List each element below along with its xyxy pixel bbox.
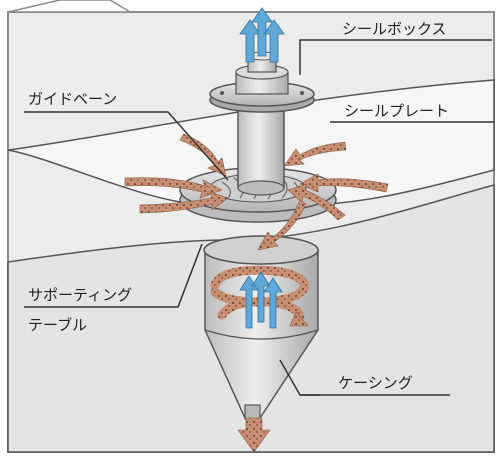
- label-casing: ケーシング: [338, 374, 413, 392]
- dust-inflow-arrows: [124, 133, 389, 251]
- leader-guide-vane: [24, 111, 229, 181]
- label-guide-vane: ガイドベーン: [28, 90, 117, 108]
- leader-seal-box: [299, 39, 322, 75]
- clean-air-rising-arrows: [239, 271, 283, 329]
- clean-air-exhaust-arrows: [239, 7, 285, 63]
- casing: [203, 235, 319, 420]
- label-supporting-table-line2: テーブル: [28, 316, 87, 334]
- leader-supporting-table: [24, 243, 203, 308]
- seal-box: [209, 51, 315, 113]
- dust-discharge-arrow: [237, 417, 271, 453]
- label-seal-box: シールボックス: [342, 20, 447, 38]
- central-shaft: [237, 103, 285, 196]
- label-seal-plate: シールプレート: [344, 102, 449, 120]
- label-supporting-table-line1: サポーティング: [28, 286, 132, 304]
